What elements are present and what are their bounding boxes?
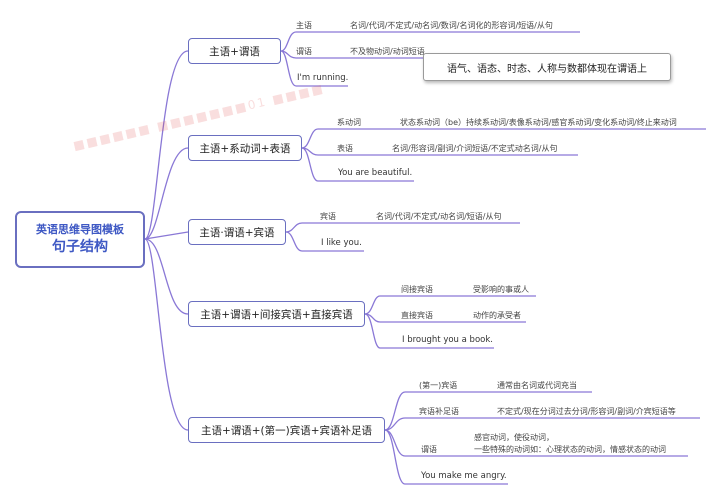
text-predicate-verbs-line2: 一些特殊的动词如：心理状态的动词，情感状态的动词: [474, 445, 666, 454]
text-direct-object-desc: 动作的承受者: [473, 311, 521, 320]
branch-node-double-object[interactable]: 主语+谓语+间接宾语+直接宾语: [188, 301, 365, 327]
label-object-complement: 宾语补足语: [419, 407, 459, 416]
branch-node-transitive[interactable]: 主语·谓语+宾语: [188, 219, 286, 245]
connector-b3-object: [285, 222, 372, 233]
predicate-note-callout: 语气、语态、时态、人称与数都体现在谓语上: [423, 53, 671, 81]
root-subtitle: 句子结构: [52, 239, 108, 255]
connector-root-branch2: [144, 147, 189, 240]
label-indirect-object: 间接宾语: [401, 285, 433, 294]
text-predicate-types: 不及物动词/动词短语: [350, 47, 425, 56]
text-object-complement-types: 不定式/现在分词过去分词/形容词/副词/介宾短语等: [497, 407, 676, 416]
branch-node-object-complement[interactable]: 主语+谓语+(第一)宾语+宾语补足语: [188, 417, 385, 443]
example-sentence: You make me angry.: [421, 471, 507, 481]
label-predicative: 表语: [337, 144, 353, 153]
root-node[interactable]: 英语思维导图模板 句子结构: [15, 211, 145, 268]
text-subject-types: 名词/代词/不定式/动名词/数词/名词化的形容词/短语/从句: [350, 21, 553, 30]
example-sentence: I'm running.: [297, 73, 349, 83]
label-direct-object: 直接宾语: [401, 311, 433, 320]
connector-b4-example: [364, 313, 494, 349]
text-predicate-verbs-line1: 感官动词，使役动词，: [474, 433, 554, 442]
branch-node-linking-verb[interactable]: 主语+系动词+表语: [188, 135, 302, 161]
label-predicate: 谓语: [421, 445, 437, 454]
connector-b1-subject: [280, 31, 346, 52]
connector-root-branch4: [144, 238, 189, 315]
connector-root-branch3: [144, 231, 189, 240]
connector-b5-example: [384, 429, 508, 485]
label-subject: 主语: [296, 21, 312, 30]
example-sentence: You are beautiful.: [338, 168, 413, 178]
text-linking-verb-types: 状态系动词（be）持续系动词/表像系动词/感官系动词/变化系动词/终止来动词: [400, 118, 677, 127]
connector-root-branch5: [144, 238, 189, 431]
example-sentence: I like you.: [321, 238, 362, 248]
connector-b1-predicate: [280, 50, 346, 59]
root-title: 英语思维导图模板: [36, 223, 124, 236]
text-object-types: 名词/代词/不定式/动名词/短语/从句: [376, 212, 502, 221]
connector-b4-indirect: [364, 295, 470, 315]
text-indirect-object-desc: 受影响的事或人: [473, 285, 529, 294]
label-predicate: 谓语: [296, 47, 312, 56]
label-linking-verb: 系动词: [337, 118, 361, 127]
connector-b5-complement: [384, 417, 494, 431]
connector-b2-linking: [301, 128, 394, 149]
branch-node-subject-predicate[interactable]: 主语+谓语: [188, 38, 281, 64]
text-predicative-types: 名词/形容词/副词/介词短语/不定式动名词/从句: [392, 144, 558, 153]
label-object: 宾语: [320, 212, 336, 221]
connector-b5-first-object: [384, 391, 494, 431]
example-sentence: I brought you a book.: [402, 335, 493, 345]
text-first-object-desc: 通常由名词或代词充当: [497, 381, 577, 390]
label-first-object: (第一)宾语: [419, 381, 458, 390]
connector-b1-example: [280, 50, 348, 87]
connector-b3-example: [285, 231, 364, 252]
connector-b2-example: [301, 147, 414, 182]
connector-root-branch1: [144, 50, 189, 240]
